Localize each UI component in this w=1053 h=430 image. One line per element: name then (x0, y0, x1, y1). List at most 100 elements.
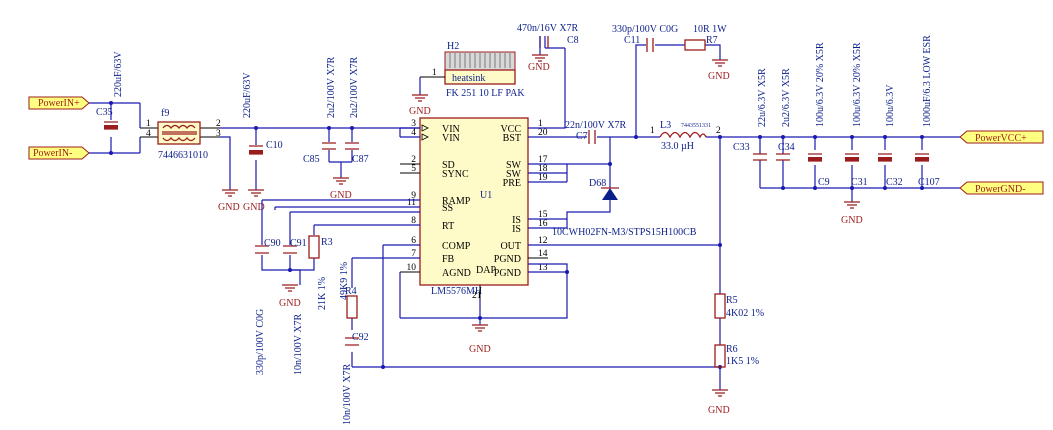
diode-d68[interactable]: D68 10CWH02FN-M3/STPS15H100CB (552, 178, 697, 238)
c10-value: 220uF/63V (242, 72, 253, 118)
u1-pin-number: 5 (411, 164, 416, 174)
r7-ref: R7 (706, 35, 718, 46)
capacitor-c92[interactable]: C92 10n/100V X7R (342, 332, 369, 425)
f9-pin2: 2 (216, 119, 221, 129)
c33-ref: C33 (733, 142, 750, 153)
choke-f9[interactable]: 1 4 2 3 f9 7446631010 (140, 108, 221, 161)
gnd-symbol: GND (708, 59, 730, 82)
ic-u1[interactable]: U1 LM5576MH (419, 117, 529, 297)
u1-part: LM5576MH (431, 286, 482, 297)
c107-ref: C107 (918, 177, 940, 188)
resistor-r4[interactable]: R4 49K9 1% (339, 262, 358, 319)
d68-value: 10CWH02FN-M3/STPS15H100CB (552, 227, 697, 238)
u1-pin-number: 7 (411, 249, 416, 259)
port-powervcc-plus[interactable]: PowerVCC+ (959, 130, 1044, 144)
u1-pin-name: PGND (494, 268, 521, 279)
pin-type-arrow (421, 133, 429, 141)
capacitor-c90[interactable]: C90 330p/100V C0G (255, 238, 281, 375)
capacitor-c31[interactable]: C31 100u/6.3V 20% X5R (845, 42, 868, 188)
c8-value: 470n/16V X7R (517, 23, 579, 34)
c35-value: 220uF/63V (113, 51, 124, 97)
l3-ref: L3 (660, 120, 671, 131)
c90-value: 330p/100V C0G (255, 309, 266, 375)
c31-ref: C31 (851, 177, 868, 188)
u1-pin-number: 8 (411, 216, 416, 226)
h2-body: heatsink (452, 73, 485, 84)
u1-pin-name: SYNC (442, 169, 469, 180)
capacitor-c7[interactable]: C7 22n/100V X7R (565, 120, 627, 144)
u1-pin-name: SS (442, 203, 453, 214)
u1-pin-name: RT (442, 221, 454, 232)
resistor-r3[interactable]: R3 21K 1% (308, 235, 333, 310)
capacitor-c34[interactable]: C34 2u2/6.3V X5R (776, 68, 795, 161)
c85-value: 2u2/100V X7R (326, 56, 337, 118)
u1-pin-name: SD (442, 160, 455, 171)
l3-pin2: 2 (716, 126, 721, 136)
c11-value: 330p/100V C0G (612, 24, 678, 35)
u1-pin-name: VIN (442, 124, 460, 135)
capacitor-c35[interactable]: C35 220uF/63V (96, 51, 124, 130)
c33-value: 22u/6.3V X5R (757, 68, 768, 127)
u1-pin-name: VCC (500, 124, 521, 135)
c107-value: 1000uF/6.3 LOW ESR (922, 35, 933, 127)
u1-pin-number: 13 (538, 263, 548, 273)
gnd-symbol: GND (528, 54, 550, 73)
u1-pin-number: 14 (538, 249, 548, 259)
svg-text:GND: GND (409, 106, 431, 117)
port-powervcc-plus-label: PowerVCC+ (975, 133, 1027, 144)
c92-value: 10n/100V X7R (342, 363, 353, 425)
capacitor-c11[interactable]: C11 330p/100V C0G (612, 24, 678, 52)
u1-pin-number: 11 (407, 198, 416, 208)
r3-value: 21K 1% (317, 277, 328, 310)
l3-value: 33.0 µH (661, 141, 694, 152)
capacitor-c107[interactable]: C107 1000uF/6.3 LOW ESR (915, 35, 940, 188)
pin-type-arrow (421, 124, 429, 132)
u1-pin-number: 2 (411, 155, 416, 165)
capacitor-c9[interactable]: C9 100u/6.3V 20% X5R (808, 42, 830, 188)
u1-pin-number: 12 (538, 236, 548, 246)
c9-ref: C9 (818, 177, 830, 188)
r7-value: 10R 1W (693, 24, 727, 35)
inductor-l3[interactable]: L3 7443551331 33.0 µH 1 2 (650, 120, 721, 152)
c34-value: 2u2/6.3V X5R (781, 68, 792, 127)
gnd-symbol: GND (841, 201, 863, 226)
c35-ref: C35 (96, 107, 113, 118)
capacitor-c10[interactable]: C10 220uF/63V (242, 72, 283, 155)
u1-pin-number: 3 (411, 119, 416, 129)
f9-ref: f9 (161, 108, 169, 119)
u1-dap-name: DAP (476, 265, 496, 276)
u1-pin-name: PGND (494, 254, 521, 265)
f9-value: 7446631010 (158, 150, 208, 161)
resistor-r5[interactable]: R5 4K02 1% (714, 293, 764, 319)
resistor-r6[interactable]: R6 1K5 1% (714, 344, 759, 368)
h2-ref: H2 (447, 41, 459, 52)
u1-pin-name: IS (512, 224, 521, 235)
gnd-symbol: GND (330, 177, 352, 201)
u1-pin-name: PRE (503, 178, 521, 189)
c9-value: 100u/6.3V 20% X5R (815, 42, 826, 127)
u1-dap-no: 21 (472, 291, 482, 301)
gnd-symbol: GND (218, 189, 240, 213)
r4-ref: R4 (345, 286, 357, 297)
port-powergnd-minus[interactable]: PowerGND- (959, 181, 1044, 195)
resistor-r7[interactable]: R7 10R 1W (684, 24, 727, 51)
svg-text:GND: GND (708, 71, 730, 82)
c91-value: 10n/100V X7R (293, 313, 304, 375)
svg-text:GND: GND (841, 215, 863, 226)
capacitor-c91[interactable]: C91 10n/100V X7R (283, 238, 307, 375)
capacitor-c87[interactable]: C87 2u2/100V X7R (345, 56, 369, 165)
port-powerin-minus[interactable]: PowerIN- (28, 146, 90, 160)
svg-text:GND: GND (469, 344, 491, 355)
heatsink-h2[interactable]: H2 heatsink 1 FK 251 10 LF PAK (420, 41, 525, 99)
capacitor-c33[interactable]: C33 22u/6.3V X5R (733, 68, 768, 161)
capacitor-c85[interactable]: C85 2u2/100V X7R (303, 56, 337, 165)
gnd-symbol: GND (409, 94, 431, 117)
r3-ref: R3 (321, 237, 333, 248)
capacitor-c8[interactable]: C8 470n/16V X7R (517, 23, 579, 48)
u1-pin-number: 1 (538, 119, 543, 129)
port-powerin-plus[interactable]: PowerIN+ (28, 96, 90, 110)
l3-partnumber: 7443551331 (681, 123, 711, 129)
c87-ref: C87 (352, 154, 369, 165)
capacitor-c32[interactable]: C32 100u/6.3V (878, 84, 903, 188)
